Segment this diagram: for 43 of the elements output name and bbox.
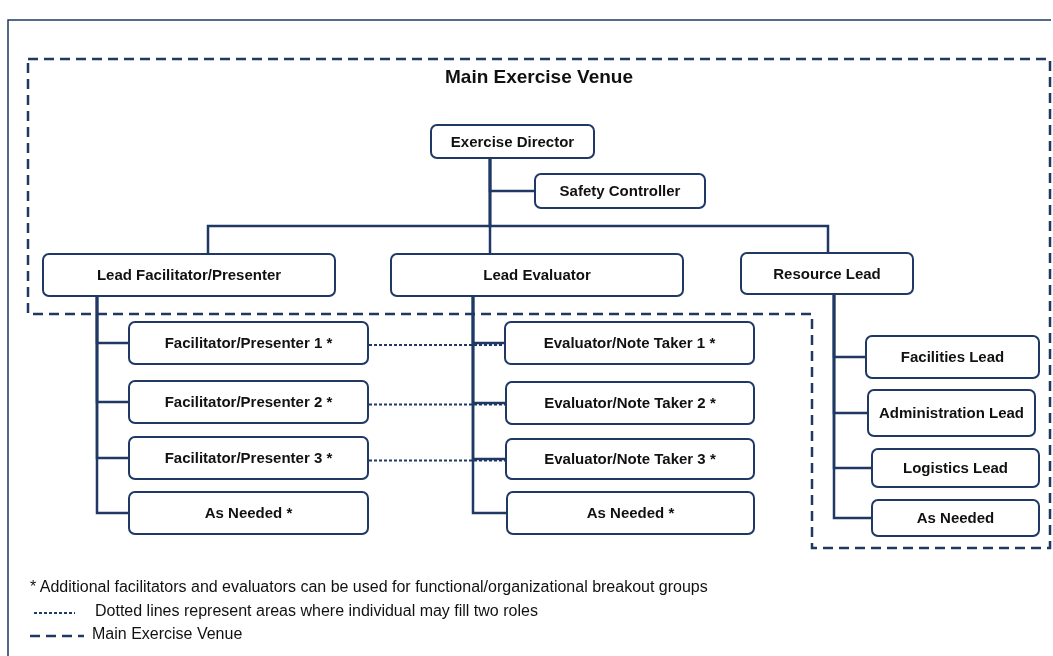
role-label: Facilitator/Presenter 1 * — [164, 333, 333, 353]
role-label: As Needed — [916, 508, 995, 528]
role-box — [740, 252, 914, 295]
venue-title: Main Exercise Venue — [445, 66, 633, 87]
legend-text: Dotted lines represent areas where individual may fill two roles — [95, 602, 538, 620]
role-box — [504, 321, 755, 365]
role-label: As Needed * — [586, 503, 675, 523]
role-label: Facilities Lead — [900, 347, 1005, 367]
role-box — [867, 389, 1036, 437]
role-box — [506, 491, 755, 535]
role-label: Facilitator/Presenter 2 * — [164, 392, 333, 412]
role-label: Evaluator/Note Taker 3 * — [544, 449, 716, 469]
role-label: Resource Lead — [773, 263, 881, 284]
role-box — [42, 253, 336, 297]
role-label: Administration Lead — [879, 403, 1024, 423]
role-box — [128, 380, 369, 424]
role-label: Logistics Lead — [903, 458, 1008, 478]
role-box — [505, 381, 755, 425]
role-label: Lead Facilitator/Presenter — [96, 265, 282, 285]
role-box — [128, 436, 369, 480]
role-box — [128, 491, 369, 535]
role-box — [430, 124, 595, 159]
role-label: Facilitator/Presenter 3 * — [164, 448, 333, 468]
connector-line — [832, 295, 871, 520]
role-box — [390, 253, 684, 297]
legend-text: Main Exercise Venue — [92, 625, 243, 643]
connector-line — [488, 159, 830, 252]
role-box — [505, 438, 755, 480]
role-label: Evaluator/Note Taker 1 * — [543, 333, 716, 353]
role-box — [534, 173, 706, 209]
connector-line — [471, 297, 506, 515]
role-box — [865, 335, 1040, 379]
dotted-connector — [368, 344, 505, 346]
role-label: Evaluator/Note Taker 2 * — [544, 393, 716, 413]
footnote: * Additional facilitators and evaluators can be used for functional/organizational breakout groups — [30, 578, 708, 596]
role-label: Exercise Director — [450, 131, 575, 152]
role-label: As Needed * — [204, 503, 293, 523]
connector-line — [95, 297, 128, 515]
role-box — [128, 321, 369, 365]
role-label: Lead Evaluator — [483, 265, 591, 285]
role-label: Safety Controller — [559, 181, 681, 201]
role-box — [871, 499, 1040, 537]
role-box — [871, 448, 1040, 488]
